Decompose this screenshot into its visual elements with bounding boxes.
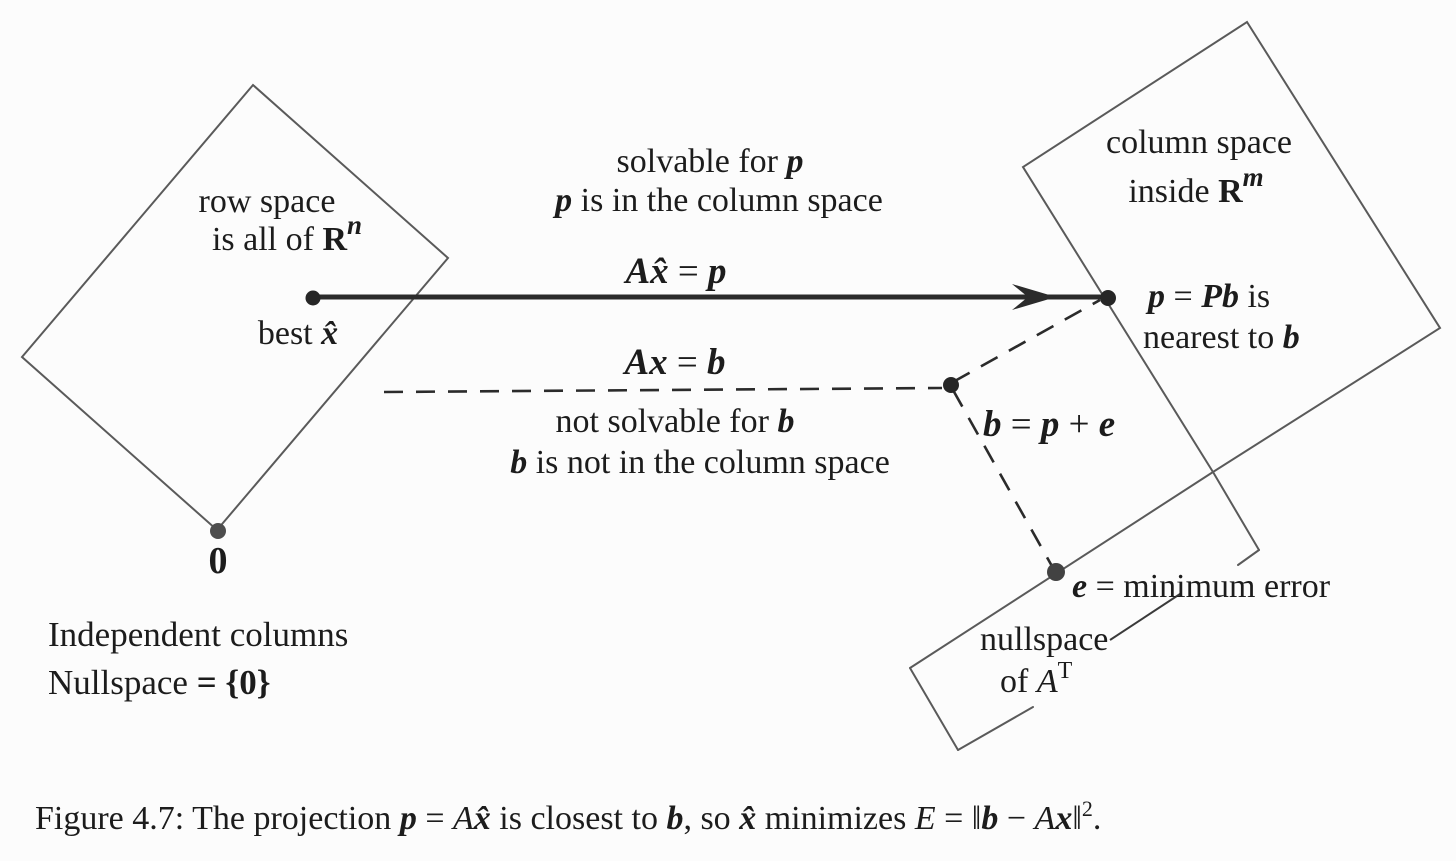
column-space-label-line2: inside Rm [1128, 162, 1263, 210]
caption-segment: x [1055, 800, 1073, 837]
caption-segment: A [453, 800, 474, 837]
p-pb-label-line1: p = Pb is [1145, 278, 1270, 315]
caption-segment: minimizes [756, 800, 915, 837]
caption-segment: = ‖ [935, 800, 982, 837]
arrowhead-icon [1012, 284, 1056, 310]
b-equals-p-plus-e-label: b = p + e [983, 404, 1115, 445]
solvable-label: solvable for p [617, 143, 804, 180]
nullspace-strip [909, 471, 1260, 751]
not-solvable-label: not solvable for b [556, 403, 795, 440]
e-point [1047, 563, 1065, 581]
independent-columns-label: Independent columns [48, 615, 348, 654]
b-not-in-column-space-label: b is not in the column space [510, 444, 890, 481]
nullspace-pointer-line [1109, 593, 1181, 641]
equation-ax-b: Ax = b [622, 342, 725, 383]
dashed-line-b-to-p [952, 298, 1101, 384]
best-xhat-label: best x̂ [258, 315, 338, 352]
caption-segment: A [1034, 800, 1056, 837]
figure-caption: Figure 4.7: The projection p = Ax̂ is cl… [35, 796, 1101, 838]
projection-arrow [315, 284, 1104, 310]
p-in-column-space-label: p is in the column space [552, 182, 883, 219]
nullspace-label-line2: of AT [1000, 658, 1073, 700]
caption-segment: Figure 4.7: The projection [35, 800, 400, 837]
row-space-diamond [20, 83, 450, 532]
caption-segment: . [1092, 800, 1102, 837]
caption-segment: , so [683, 800, 740, 837]
caption-segment-superscript: 2 [1081, 796, 1093, 821]
p-point [1100, 290, 1116, 306]
row-space-label-line2: is all of Rn [212, 210, 362, 258]
origin-label: 0 [209, 540, 228, 582]
caption-segment: is closest to [490, 800, 667, 837]
row-space-label-line1: row space [199, 183, 336, 220]
column-space-label-line1: column space [1106, 124, 1292, 161]
caption-segment: b [981, 800, 999, 837]
equation-axhat-p: Ax̂ = p [623, 251, 726, 292]
xhat-point [305, 290, 321, 306]
caption-segment: = [416, 800, 453, 837]
origin-point [210, 523, 226, 539]
dashed-line-b-to-e [951, 389, 1055, 569]
caption-segment: b [666, 800, 684, 837]
caption-segment: x̂ [739, 800, 757, 837]
caption-segment: x̂ [473, 800, 491, 837]
e-minimum-error-label: e = minimum error [1072, 568, 1331, 605]
p-pb-label-line2: nearest to b [1143, 319, 1300, 356]
caption-segment: − [998, 800, 1035, 837]
dashed-line-ax-b [383, 386, 943, 394]
nullspace-zero-label: Nullspace = {0} [48, 663, 270, 702]
caption-segment: E [914, 800, 936, 837]
nullspace-label-line1: nullspace [980, 621, 1108, 658]
b-point [943, 377, 959, 393]
caption-segment: p [399, 800, 417, 837]
caption-segment: ‖ [1072, 800, 1082, 837]
